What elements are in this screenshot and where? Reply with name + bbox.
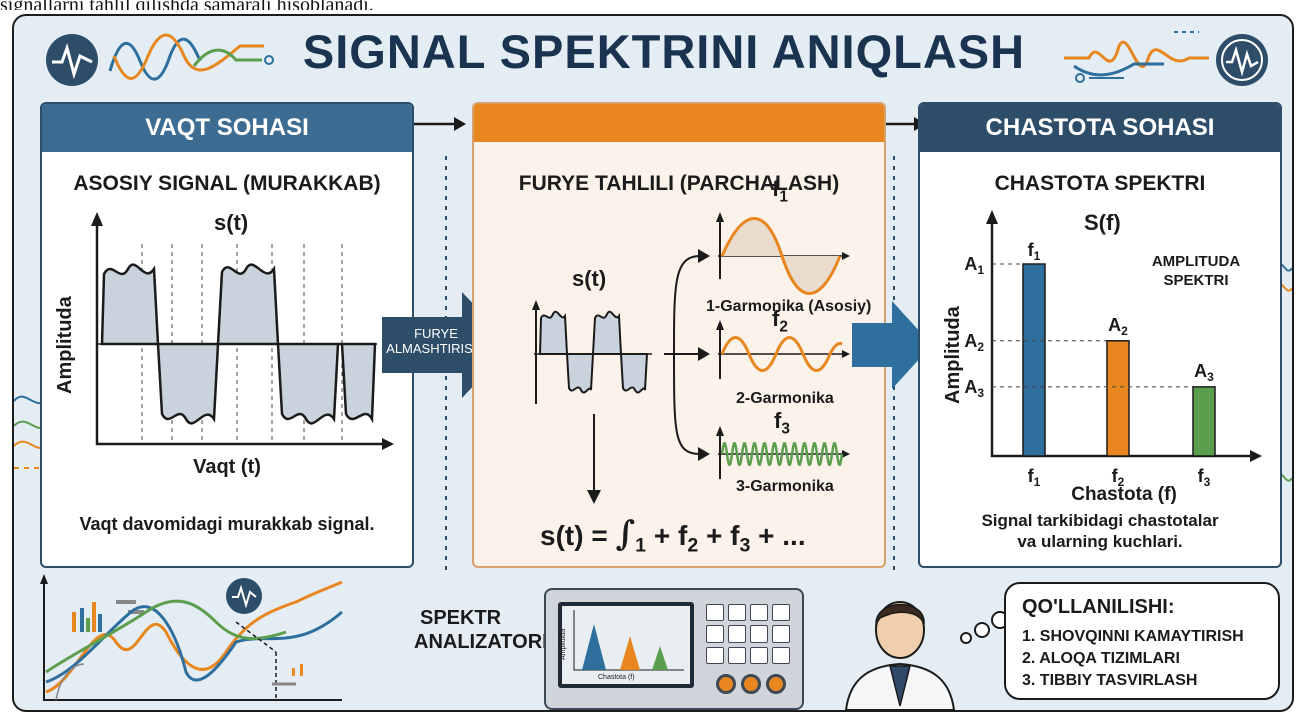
bar-top-label-A3: A3 xyxy=(1194,361,1214,384)
fourier-formula: s(t) = ∫1 + f2 + f3 + ... xyxy=(540,514,806,557)
time-xlabel: Vaqt (t) xyxy=(193,456,261,478)
harmonic-1-label: 1-Garmonika (Asosiy) xyxy=(706,298,872,315)
harmonic-2-label: 2-Garmonika xyxy=(736,390,834,407)
amp-note-line1: AMPLITUDA xyxy=(1151,253,1241,270)
time-domain-panel: VAQT SOHASI ASOSIY SIGNAL (MURAKKAB) s(t… xyxy=(40,102,414,568)
usage-bubble: QO'LLANILISHI: 1. SHOVQINNI KAMAYTIRISH … xyxy=(1004,582,1280,700)
spectrum-analyzer-label: SPEKTR ANALIZATORI xyxy=(414,606,548,654)
harmonic-1-wave xyxy=(720,217,842,295)
amplitude-spectrum-note: AMPLITUDA SPEKTRI xyxy=(1126,252,1266,290)
x-tick-f1: f1 xyxy=(1028,466,1041,489)
harmonics-diagram xyxy=(532,212,850,504)
y-tick-A2: A2 xyxy=(964,331,984,354)
analyzer-label-line1: SPEKTR xyxy=(420,607,502,629)
spectrum-ylabel: Amplituda xyxy=(942,306,964,404)
page-title: SIGNAL SPEKTRINI ANIQLASH xyxy=(302,25,1026,78)
analyzer-knobs[interactable] xyxy=(716,674,786,694)
fourier-header-bar xyxy=(474,104,884,142)
bar-top-label-f1: f1 xyxy=(1028,240,1041,263)
x-tick-f2: f2 xyxy=(1112,466,1125,489)
pulse-icon-right xyxy=(1216,34,1268,86)
spectrum-caption: Signal tarkibidagi chastotalar va ularni… xyxy=(920,510,1280,552)
spectrum-axes xyxy=(990,216,1256,458)
time-ylabel: Amplituda xyxy=(54,296,76,394)
analyzer-keypad[interactable] xyxy=(706,604,790,664)
spectrum-xlabel: Chastota (f) xyxy=(1071,484,1177,505)
spectrum-analyzer-device: Amplituda Chastota (f) xyxy=(544,588,804,710)
spectrum-caption-line1: Signal tarkibidagi chastotalar xyxy=(981,511,1219,530)
analyzer-label-line2: ANALIZATORI xyxy=(414,631,548,653)
spectrum-bar-f3 xyxy=(1192,386,1216,457)
analyzer-screen-ylabel: Amplituda xyxy=(560,628,567,660)
time-axes xyxy=(95,219,387,446)
harmonic-2-freq: f2 xyxy=(772,306,788,336)
spectrum-signal-label: S(f) xyxy=(1084,210,1121,235)
x-tick-f3: f3 xyxy=(1198,466,1211,489)
fourier-title: FURYE TAHLILI (PARCHALASH) xyxy=(518,172,840,195)
spectrum-bar-f2 xyxy=(1106,340,1130,457)
composite-signal-wave xyxy=(100,263,377,425)
top-caption: signallarni tahlil qilishda samarali his… xyxy=(0,0,1299,10)
fourier-analysis-panel: FURYE TAHLILI (PARCHALASH) s(t) xyxy=(472,102,886,568)
y-tick-A3: A3 xyxy=(964,377,984,400)
frequency-domain-panel: CHASTOTA SOHASI CHASTOTA SPEKTRI S(f) AM… xyxy=(918,102,1282,568)
thought-bubbles xyxy=(960,611,1008,644)
fourier-arrow-line1: FURYE xyxy=(414,326,458,341)
harmonic-2-wave xyxy=(720,336,843,372)
to-spectrum-arrow xyxy=(852,301,932,389)
y-tick-A1: A1 xyxy=(964,254,984,277)
wave-icon-right xyxy=(1064,31,1209,83)
usage-item-2: 2. ALOQA TIZIMLARI xyxy=(1022,650,1180,667)
analyzer-screen: Amplituda Chastota (f) xyxy=(558,602,694,688)
harmonic-3-wave xyxy=(720,442,844,466)
fourier-arrow-line2: ALMASHTIRISHI xyxy=(386,341,486,356)
usage-item-3: 3. TIBBIY TASVIRLASH xyxy=(1022,672,1198,689)
time-domain-header: VAQT SOHASI xyxy=(42,104,412,152)
scientist-illustration xyxy=(844,601,956,710)
spectrum-bar-f1 xyxy=(1022,263,1046,457)
fourier-arrow-label: FURYE ALMASHTIRISHI xyxy=(384,326,488,356)
amp-note-line2: SPEKTRI xyxy=(1163,272,1229,289)
decorative-chart-illustration xyxy=(40,574,343,701)
usage-title: QO'LLANILISHI: xyxy=(1022,596,1175,618)
spectrum-caption-line2: va ularning kuchlari. xyxy=(1017,532,1183,551)
wave-icon-left xyxy=(108,33,274,81)
time-caption: Vaqt davomidagi murakkab signal. xyxy=(79,514,375,534)
spectrum-title: CHASTOTA SPEKTRI xyxy=(994,172,1206,195)
signal-label: s(t) xyxy=(214,210,249,235)
frequency-domain-header: CHASTOTA SOHASI xyxy=(920,104,1280,152)
small-composite-wave xyxy=(538,310,649,394)
time-signal-plot xyxy=(91,212,394,450)
harmonic-3-freq: f3 xyxy=(774,408,790,438)
harmonic-3-label: 3-Garmonika xyxy=(736,478,834,495)
analyzer-screen-xlabel: Chastota (f) xyxy=(598,674,635,681)
pulse-icon-left xyxy=(46,34,98,86)
middle-signal-label: s(t) xyxy=(572,266,607,291)
bar-top-label-A2: A2 xyxy=(1108,315,1128,338)
harmonic-1-freq: f1 xyxy=(772,176,788,206)
main-signal-title: ASOSIY SIGNAL (MURAKKAB) xyxy=(73,172,381,195)
usage-item-1: 1. SHOVQINNI KAMAYTIRISH xyxy=(1022,628,1244,645)
infographic-frame: SIGNAL SPEKTRINI ANIQLASH VAQT SOHASI AS… xyxy=(12,14,1294,712)
